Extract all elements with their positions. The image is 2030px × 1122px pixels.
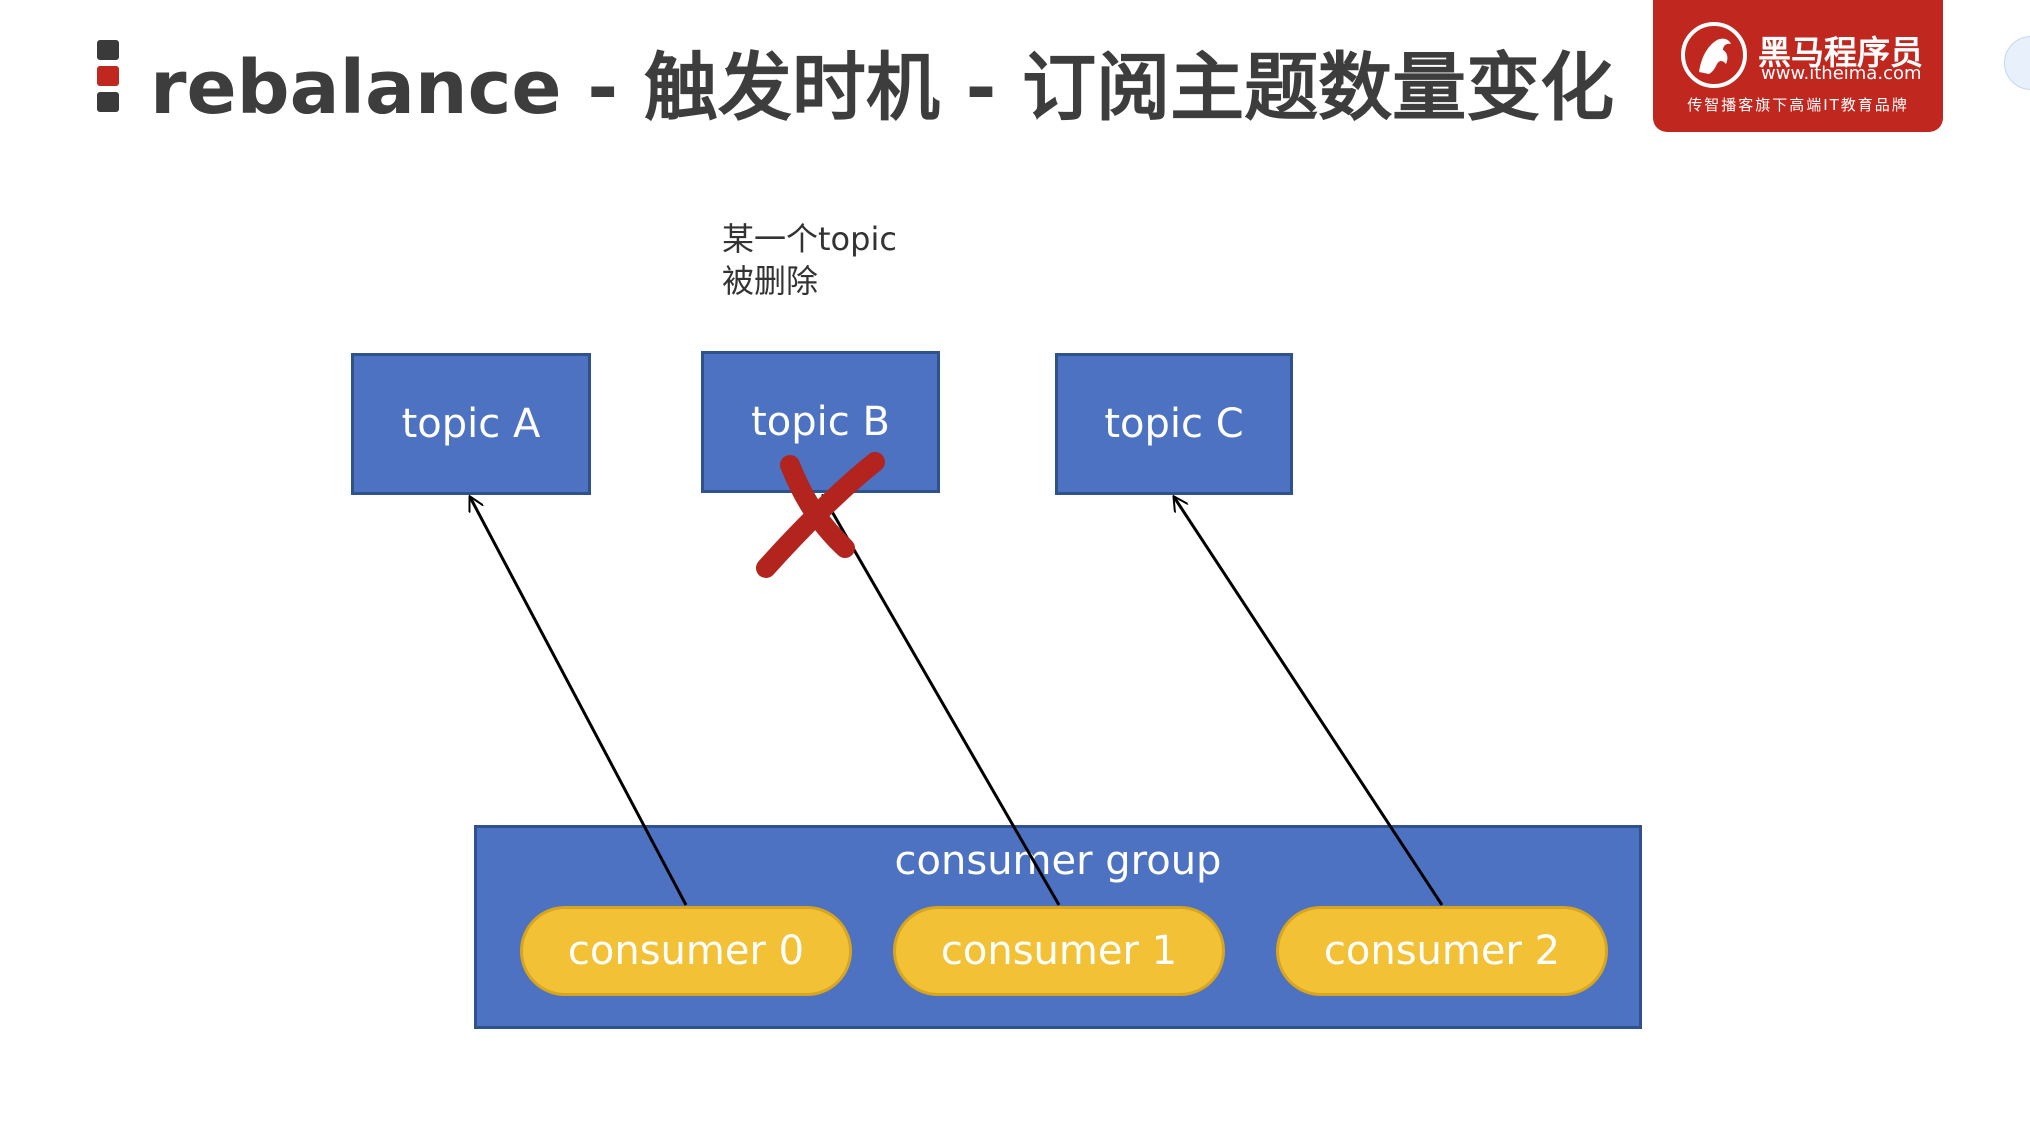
marker-middle-bar: [97, 66, 119, 86]
brand-logo: 黑马程序员 www.itheima.com 传智播客旗下高端IT教育品牌: [1653, 0, 1943, 132]
topic-c-box: topic C: [1055, 353, 1293, 495]
consumer-1-pill: consumer 1: [893, 906, 1225, 996]
horse-head-logo-icon: [1681, 22, 1747, 88]
marker-top-bar: [97, 40, 119, 60]
caption-line-1: 某一个topic: [722, 220, 897, 258]
consumer-group-label: consumer group: [894, 838, 1222, 884]
logo-url: www.itheima.com: [1761, 63, 1922, 84]
side-navigation-button[interactable]: [2004, 36, 2030, 90]
slide-title: rebalance - 触发时机 - 订阅主题数量变化: [150, 45, 1615, 131]
topic-a-box: topic A: [351, 353, 591, 495]
logo-slogan: 传智播客旗下高端IT教育品牌: [1687, 96, 1909, 114]
consumer-0-pill: consumer 0: [520, 906, 852, 996]
title-marker-icon: [97, 40, 119, 112]
caption-line-2: 被删除: [722, 262, 819, 300]
logo-name: 黑马程序员: [1758, 33, 1923, 72]
marker-bottom-bar: [97, 92, 119, 112]
topic-b-box: topic B: [701, 351, 940, 493]
deletion-caption: 某一个topic 被删除: [722, 218, 897, 302]
consumer-2-pill: consumer 2: [1276, 906, 1608, 996]
